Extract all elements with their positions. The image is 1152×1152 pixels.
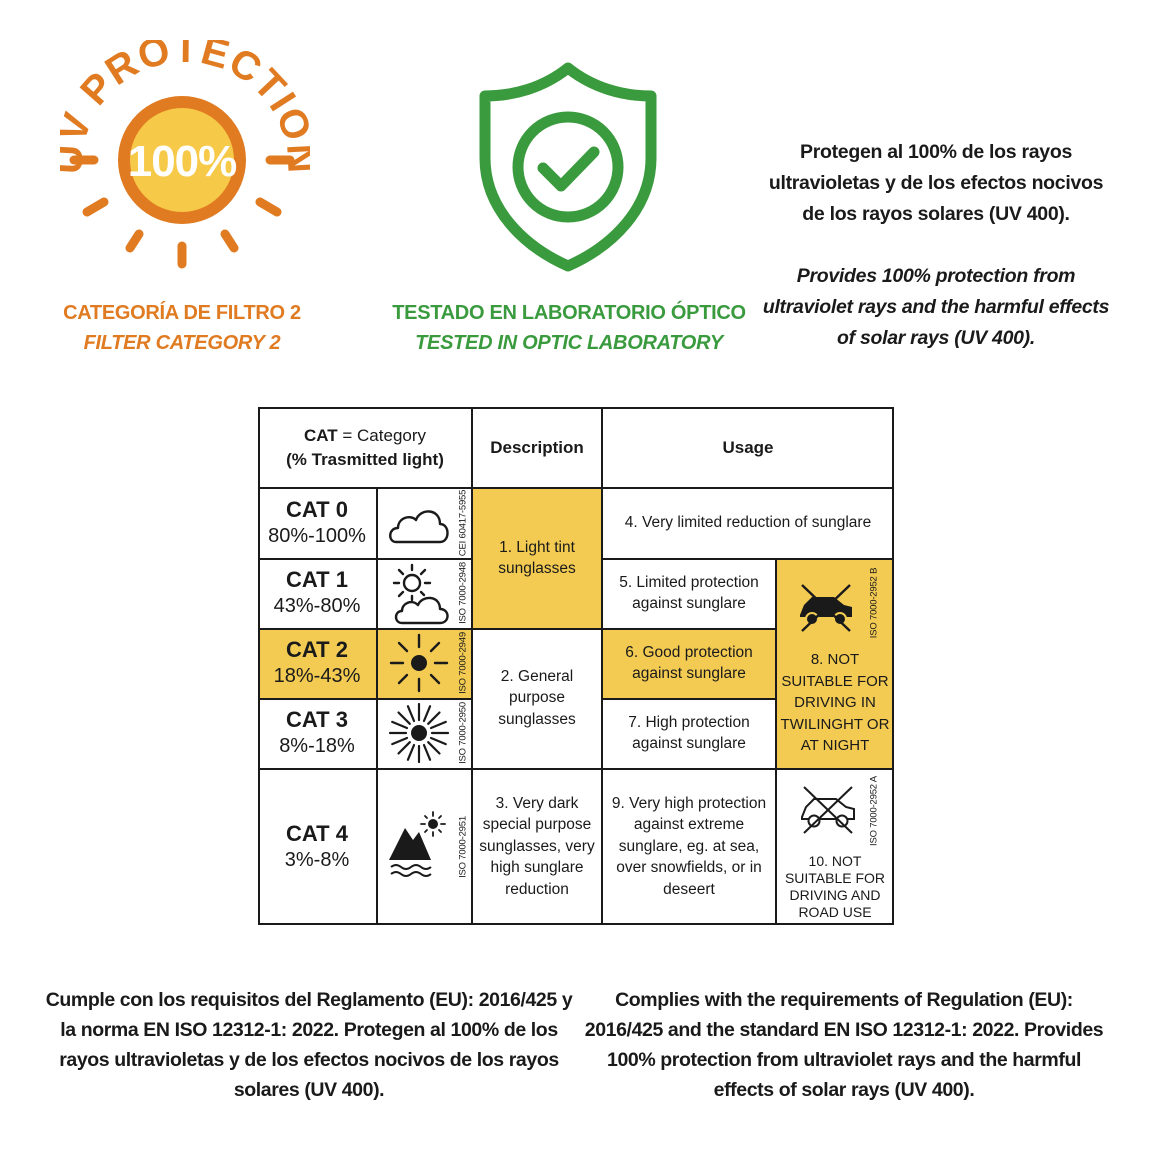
strong-sun-icon <box>388 702 450 764</box>
usage-5: 5. Limited protection against sunglare <box>619 573 759 613</box>
cat3-name: CAT 3 <box>286 707 348 732</box>
header-cat-eq: = Category <box>337 425 427 445</box>
footer-text-es: Cumple con los requisitos del Reglamento… <box>45 989 573 1101</box>
cat1-label: CAT 1 43%-80% <box>258 558 376 628</box>
usage-8: 8. NOT SUITABLE FOR DRIVING IN TWILINGHT… <box>780 651 890 755</box>
lab-tested-es: TESTADO EN LABORATORIO ÓPTICO <box>392 302 746 324</box>
filter-category-es: CATEGORÍA DE FILTRO 2 <box>63 302 301 324</box>
sun-cloud-icon <box>392 563 449 625</box>
lab-tested-caption: TESTADO EN LABORATORIO ÓPTICO TESTED IN … <box>388 298 750 358</box>
usage-8-text-cell: 8. NOT SUITABLE FOR DRIVING IN TWILINGHT… <box>776 648 894 758</box>
uv-percent: 100% <box>128 137 237 186</box>
uv-protection-badge: UV PROTECTION 100% <box>46 27 323 290</box>
cat4-name: CAT 4 <box>286 820 348 846</box>
iso-usage-10: ISO 7000-2952 A <box>868 776 880 846</box>
header-transmitted: (% Trasmitted light) <box>286 449 444 469</box>
protection-text-en: Provides 100% protection from ultraviole… <box>762 265 1110 349</box>
protection-text-es: Protegen al 100% de los rayos ultraviole… <box>768 141 1104 225</box>
cat0-label: CAT 0 80%-100% <box>258 488 376 558</box>
cat3-range: 8%-18% <box>279 735 355 757</box>
cat3-label: CAT 3 8%-18% <box>258 698 376 768</box>
sun-icon: UV PROTECTION 100% <box>46 27 323 269</box>
desc-very-dark-cell: 3. Very dark special purpose sunglasses,… <box>472 768 602 925</box>
cat2-range: 18%-43% <box>273 665 361 687</box>
usage-7: 7. High protection against sunglare <box>628 713 750 753</box>
filter-category-table: 1. Light tint sunglasses 6. Good protect… <box>258 407 894 925</box>
iso-cat3: ISO 7000-2950 <box>457 702 469 764</box>
cat1-range: 43%-80% <box>273 595 361 617</box>
usage-7-cell: 7. High protection against sunglare <box>602 698 776 768</box>
cat4-range: 3%-8% <box>284 848 350 871</box>
header-cat-bold: CAT <box>303 425 338 445</box>
header-usage: Usage <box>722 437 774 457</box>
usage-9-cell: 9. Very high protection against extreme … <box>602 768 776 925</box>
desc-light-tint-cell: 1. Light tint sunglasses <box>472 488 602 628</box>
iso-cat2: ISO 7000-2949 <box>457 632 469 694</box>
filter-category-caption: CATEGORÍA DE FILTRO 2 FILTER CATEGORY 2 <box>40 298 324 358</box>
iso-cat4: ISO 7000-2951 <box>457 816 469 878</box>
no-driving-night-icon <box>800 584 852 632</box>
lab-tested-en: TESTED IN OPTIC LABORATORY <box>415 332 723 354</box>
cloud-icon <box>389 510 449 544</box>
usage-4-cell: 4. Very limited reduction of sunglare <box>602 488 894 558</box>
usage-10: 10. NOT SUITABLE FOR DRIVING AND ROAD US… <box>784 853 886 920</box>
usage-5-cell: 5. Limited protection against sunglare <box>602 558 776 628</box>
usage-8-cell <box>776 558 894 768</box>
cat0-name: CAT 0 <box>286 497 348 522</box>
footer-text-en: Complies with the requirements of Regula… <box>584 989 1104 1101</box>
desc-general-cell: 2. General purpose sunglasses <box>472 628 602 768</box>
usage-4: 4. Very limited reduction of sunglare <box>624 514 872 532</box>
desc-light-tint: 1. Light tint sunglasses <box>498 538 576 578</box>
protection-text: Protegen al 100% de los rayos ultraviole… <box>760 137 1112 354</box>
cat2-label: CAT 2 18%-43% <box>258 628 376 698</box>
usage-6: 6. Good protection against sunglare <box>625 643 753 683</box>
no-driving-icon <box>801 786 855 834</box>
usage-10-text-cell: 10. NOT SUITABLE FOR DRIVING AND ROAD US… <box>776 849 894 925</box>
iso-cat1: ISO 7000-2948 <box>457 562 469 624</box>
cat1-name: CAT 1 <box>286 567 348 592</box>
cat0-range: 80%-100% <box>268 525 366 547</box>
desc-general: 2. General purpose sunglasses <box>498 667 576 728</box>
lab-tested-badge <box>473 58 663 278</box>
usage-9: 9. Very high protection against extreme … <box>611 794 767 898</box>
sun-icon <box>389 633 449 693</box>
header-category: CAT = Category (% Trasmitted light) <box>258 407 472 488</box>
usage-6-cell: 6. Good protection against sunglare <box>602 628 776 698</box>
mountain-sea-sun-icon <box>389 811 446 877</box>
iso-cat0: CEI 60417-5955 <box>457 489 469 557</box>
cat2-name: CAT 2 <box>286 637 348 662</box>
filter-category-en: FILTER CATEGORY 2 <box>83 332 281 354</box>
shield-check-icon <box>479 62 657 272</box>
iso-usage-8: ISO 7000-2952 B <box>868 567 880 639</box>
desc-very-dark: 3. Very dark special purpose sunglasses,… <box>479 794 595 898</box>
header-description: Description <box>490 437 584 457</box>
